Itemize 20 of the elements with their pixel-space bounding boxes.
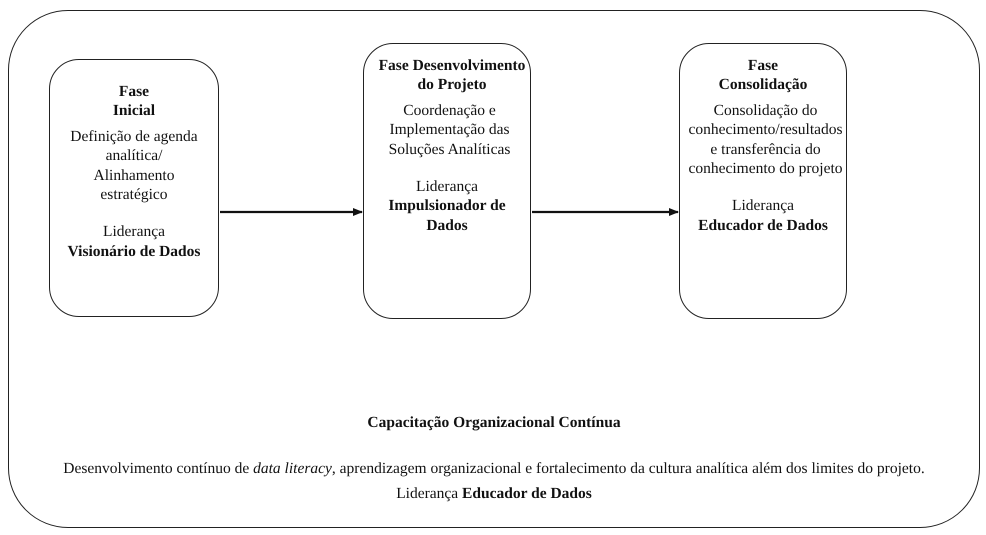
arrow [532, 208, 679, 216]
role-name: Impulsionador de Dados [387, 196, 507, 235]
phase-title: Fase Inicial [112, 82, 156, 121]
phase-description: Coordenação e Implementação das Soluções Analíticas [388, 100, 512, 159]
role-name: Visionário de Dados [66, 242, 202, 261]
phase-description: Consolidação do conhecimento/resultados e transferência do conhecimento do projeto [688, 100, 843, 178]
role-label: Liderança [102, 222, 166, 242]
section-heading: Capacitação Organizacional Contínua [366, 413, 622, 432]
container-box [8, 10, 980, 528]
role-name: Educador de Dados [697, 216, 829, 235]
phase-title: Fase Consolidação [718, 56, 808, 95]
phase-box [679, 43, 847, 319]
arrow [220, 208, 363, 216]
phase-box [49, 59, 219, 317]
phase-description: Definição de agenda analítica/ Alinhamento estratégico [69, 126, 199, 204]
phase-box [363, 43, 531, 319]
description-text: Desenvolvimento contínuo de data literacy, aprendizagem organizacional e fortalecimento da cultura analítica além dos limites do projeto. Liderança Educador de Dados [62, 459, 926, 504]
role-label: Liderança [731, 196, 795, 216]
role-label: Liderança [415, 176, 479, 196]
phase-title: Fase Desenvolvimento do Projeto [378, 56, 526, 95]
